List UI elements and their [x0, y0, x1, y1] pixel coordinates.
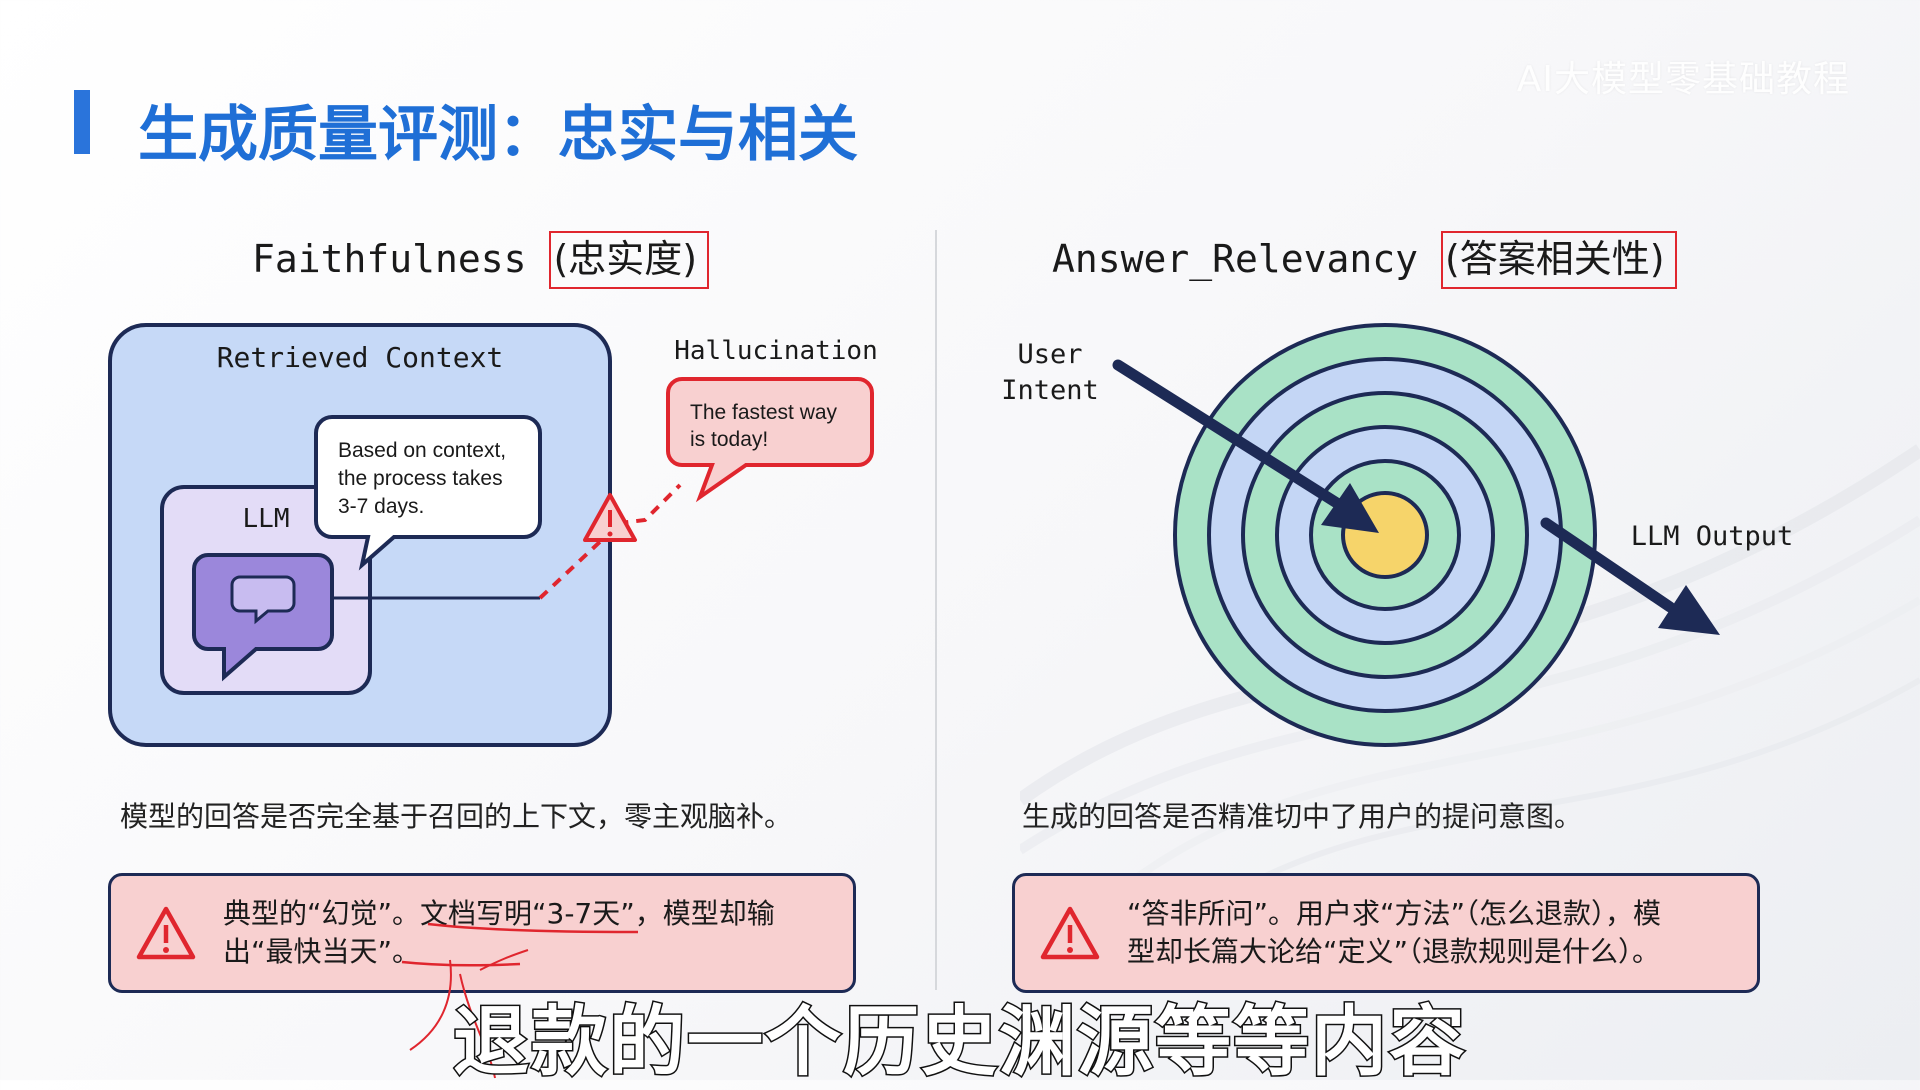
retrieved-context-label: Retrieved Context — [217, 341, 504, 374]
faithfulness-warning-line-1: 典型的“幻觉”。文档写明“3-7天”，模型却输 — [223, 897, 775, 930]
answer-relevancy-warning-line-1: “答非所问”。用户求“方法”（怎么退款），模 — [1127, 897, 1662, 930]
warning-triangle-icon — [136, 906, 196, 960]
hallucination-line-2: is today! — [690, 428, 768, 451]
hallucination-label: Hallucination — [674, 336, 878, 366]
llm-output-label: LLM Output — [1631, 521, 1794, 552]
title-accent-bar — [74, 90, 90, 154]
hallucination-line-1: The fastest way — [690, 401, 838, 424]
answer-relevancy-diagram: User Intent LLM Output — [1001, 323, 1794, 747]
faithfulness-heading-zh: (忠实度) — [549, 231, 710, 289]
answer-relevancy-heading-zh: (答案相关性) — [1440, 231, 1677, 289]
warning-triangle-icon — [1040, 906, 1100, 960]
answer-relevancy-description: 生成的回答是否精准切中了用户的提问意图。 — [1022, 800, 1583, 833]
slide-title: 生成质量评测：忠实与相关 — [138, 100, 858, 170]
target-icon — [1173, 323, 1597, 747]
bubble-line-3: 3-7 days. — [338, 495, 424, 518]
llm-label: LLM — [243, 504, 290, 534]
faithfulness-heading-en: Faithfulness — [252, 237, 527, 281]
column-divider — [935, 230, 937, 990]
video-subtitle-caption: 退款的一个历史渊源等等内容 — [452, 996, 1467, 1088]
hallucination-dashed-line — [538, 483, 682, 600]
answer-relevancy-warning-line-2: 型却长篇大论给“定义”（退款规则是什么）。 — [1127, 935, 1661, 968]
bubble-line-1: Based on context, — [338, 439, 506, 462]
hallucination-bubble: The fastest way is today! — [666, 377, 874, 503]
faithfulness-warning-box: 典型的“幻觉”。文档写明“3-7天”，模型却输 出“最快当天”。 — [108, 873, 856, 993]
red-handwritten-annotation — [401, 922, 639, 1079]
faithfulness-warning-text: 典型的“幻觉”。文档写明“3-7天”，模型却输 出“最快当天”。 — [223, 895, 775, 971]
user-intent-arrow-icon — [1112, 359, 1379, 533]
chat-bubble-icon — [192, 553, 334, 682]
warning-triangle-icon — [583, 493, 637, 542]
answer-relevancy-warning-box: “答非所问”。用户求“方法”（怎么退款），模 型却长篇大论给“定义”（退款规则是… — [1012, 873, 1760, 993]
llm-output-arrow-icon — [1540, 517, 1720, 635]
bubble-line-2: the process takes — [338, 467, 503, 490]
faithfulness-warning-line-2: 出“最快当天”。 — [223, 935, 421, 968]
answer-relevancy-warning-text: “答非所问”。用户求“方法”（怎么退款），模 型却长篇大论给“定义”（退款规则是… — [1127, 895, 1661, 971]
watermark: AI大模型零基础教程 — [1516, 59, 1850, 100]
faithfulness-description: 模型的回答是否完全基于召回的上下文，零主观脑补。 — [120, 800, 793, 833]
faithfulness-diagram: Retrieved Context LLM Based on context, … — [108, 323, 878, 747]
answer-relevancy-heading-en: Answer_Relevancy — [1052, 237, 1419, 281]
answer-relevancy-heading: Answer_Relevancy (答案相关性) — [1052, 228, 1677, 289]
user-intent-line-2: Intent — [1001, 375, 1099, 406]
context-answer-bubble: Based on context, the process takes 3-7 … — [314, 415, 542, 571]
faithfulness-heading: Faithfulness (忠实度) — [252, 228, 710, 289]
user-intent-line-1: User — [1017, 339, 1082, 370]
